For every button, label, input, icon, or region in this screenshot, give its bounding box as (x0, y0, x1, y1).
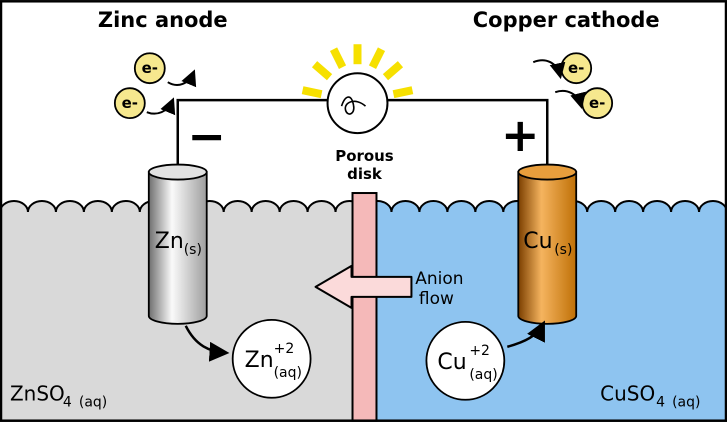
anion-flow-label-line1: Anion (415, 269, 463, 289)
zinc-ion-state: (aq) (274, 365, 302, 381)
negative-terminal-sign: − (187, 109, 225, 163)
copper-ion-charge: +2 (469, 343, 490, 359)
electron-label: e- (589, 94, 605, 112)
right-solution-formula: CuSO (600, 382, 655, 406)
copper-electrode-state: (s) (554, 242, 572, 258)
copper-ion-state: (aq) (469, 367, 497, 383)
electron-flow-arrow (532, 59, 566, 80)
electron-group-left: e- e- (113, 52, 197, 120)
light-bulb (326, 72, 389, 135)
electron-label: e- (122, 94, 138, 112)
electron-flow-arrow (554, 89, 586, 110)
copper-ion-symbol: Cu (437, 350, 466, 375)
copper-deposition-arrow (506, 320, 545, 349)
electron-circle (133, 52, 166, 85)
positive-terminal-sign: + (501, 108, 539, 162)
zinc-ion-circle (231, 318, 312, 399)
right-solution-subscript: 4 (656, 395, 665, 411)
zinc-electrode: Zn (s) (147, 163, 208, 325)
copper-cathode-title: Copper cathode (473, 8, 660, 32)
right-solution-state: (aq) (672, 395, 700, 411)
electron-label: e- (568, 59, 584, 77)
copper-ion-circle (425, 320, 506, 401)
copper-electrode-symbol: Cu (523, 229, 552, 254)
zinc-ion-group: Zn +2 (aq) (184, 318, 312, 399)
zinc-electrode-state: (s) (184, 242, 202, 258)
wire-right (387, 98, 549, 173)
porous-disk (351, 192, 378, 422)
right-solution-label: CuSO 4 (aq) (600, 382, 700, 411)
anion-flow-label-line2: flow (419, 289, 454, 309)
left-solution-subscript: 4 (63, 395, 72, 411)
zinc-electrode-symbol: Zn (155, 229, 184, 254)
porous-disk-label-line2: disk (347, 165, 383, 183)
electron-flow-arrow (146, 97, 176, 116)
electron-group-right: e- e- (532, 52, 614, 120)
copper-electrode: Cu (s) (517, 163, 578, 325)
copper-ion-group: Cu +2 (aq) (425, 320, 545, 401)
left-solution-state: (aq) (79, 395, 107, 411)
zinc-ion-symbol: Zn (245, 348, 274, 373)
left-solution-formula: ZnSO (10, 382, 65, 406)
porous-disk-label-line1: Porous (335, 147, 394, 165)
electron-circle (113, 87, 146, 120)
electron-label: e- (142, 59, 158, 77)
wire-left (176, 98, 328, 173)
bulb-filament-icon (340, 96, 367, 115)
left-solution-label: ZnSO 4 (aq) (10, 382, 107, 411)
zinc-ion-charge: +2 (274, 341, 295, 357)
anion-flow-arrow: Anion flow (314, 264, 464, 309)
zinc-anode-title: Zinc anode (98, 8, 228, 32)
bulb-rays (301, 44, 414, 99)
electron-flow-arrow (167, 69, 197, 88)
zinc-dissolution-arrow (184, 325, 230, 362)
